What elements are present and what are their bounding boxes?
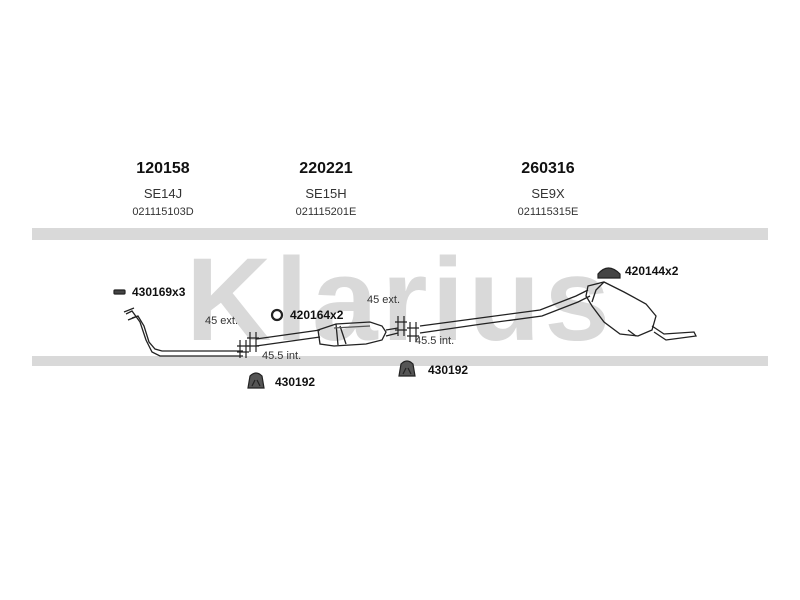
clamp-icon <box>247 332 259 352</box>
part-icons <box>113 267 621 389</box>
watermark-bottom-bar <box>32 356 768 366</box>
front-pipe <box>123 307 243 357</box>
middle-silencer <box>255 321 399 347</box>
dim-int-2: 45.5 int. <box>415 335 455 347</box>
rubber-mount-icon <box>597 267 621 279</box>
dim-int-1: 45.5 int. <box>262 350 302 362</box>
code-front-pipe: SE14J <box>143 186 183 201</box>
dim-ext-1: 45 ext. <box>205 315 239 327</box>
part-number-middle-silencer: 220221 <box>299 160 353 177</box>
dim-ext-2: 45 ext. <box>367 294 401 306</box>
hanger-icon <box>247 372 265 389</box>
watermark-top-bar <box>32 228 768 240</box>
oem-rear-silencer: 021115315E <box>517 206 579 218</box>
fitting-ring: 420164x2 <box>290 308 344 322</box>
part-number-rear-silencer: 260316 <box>521 160 575 177</box>
part-number-front-pipe: 120158 <box>136 160 190 177</box>
clamp-icon <box>407 322 419 342</box>
ring-icon <box>270 308 284 322</box>
clamp-icons <box>237 316 419 358</box>
hanger-icon <box>398 360 416 377</box>
fitting-hanger-2: 430192 <box>428 363 469 377</box>
watermark-text: Klarius <box>186 234 614 366</box>
fitting-hanger-1: 430192 <box>275 375 316 389</box>
rear-silencer <box>419 281 697 341</box>
code-rear-silencer: SE9X <box>531 186 565 201</box>
clamp-icon <box>237 340 249 358</box>
code-middle-silencer: SE15H <box>305 186 347 201</box>
oem-middle-silencer: 021115201E <box>295 206 357 218</box>
watermark-logo: Klarius <box>32 228 768 366</box>
clamp-bolt-icon <box>113 289 126 295</box>
oem-front-pipe: 021115103D <box>132 206 194 218</box>
clamp-icon <box>395 316 407 336</box>
fitting-rubber-rear: 420144x2 <box>625 264 679 278</box>
fitting-clamp-front: 430169x3 <box>132 285 186 299</box>
